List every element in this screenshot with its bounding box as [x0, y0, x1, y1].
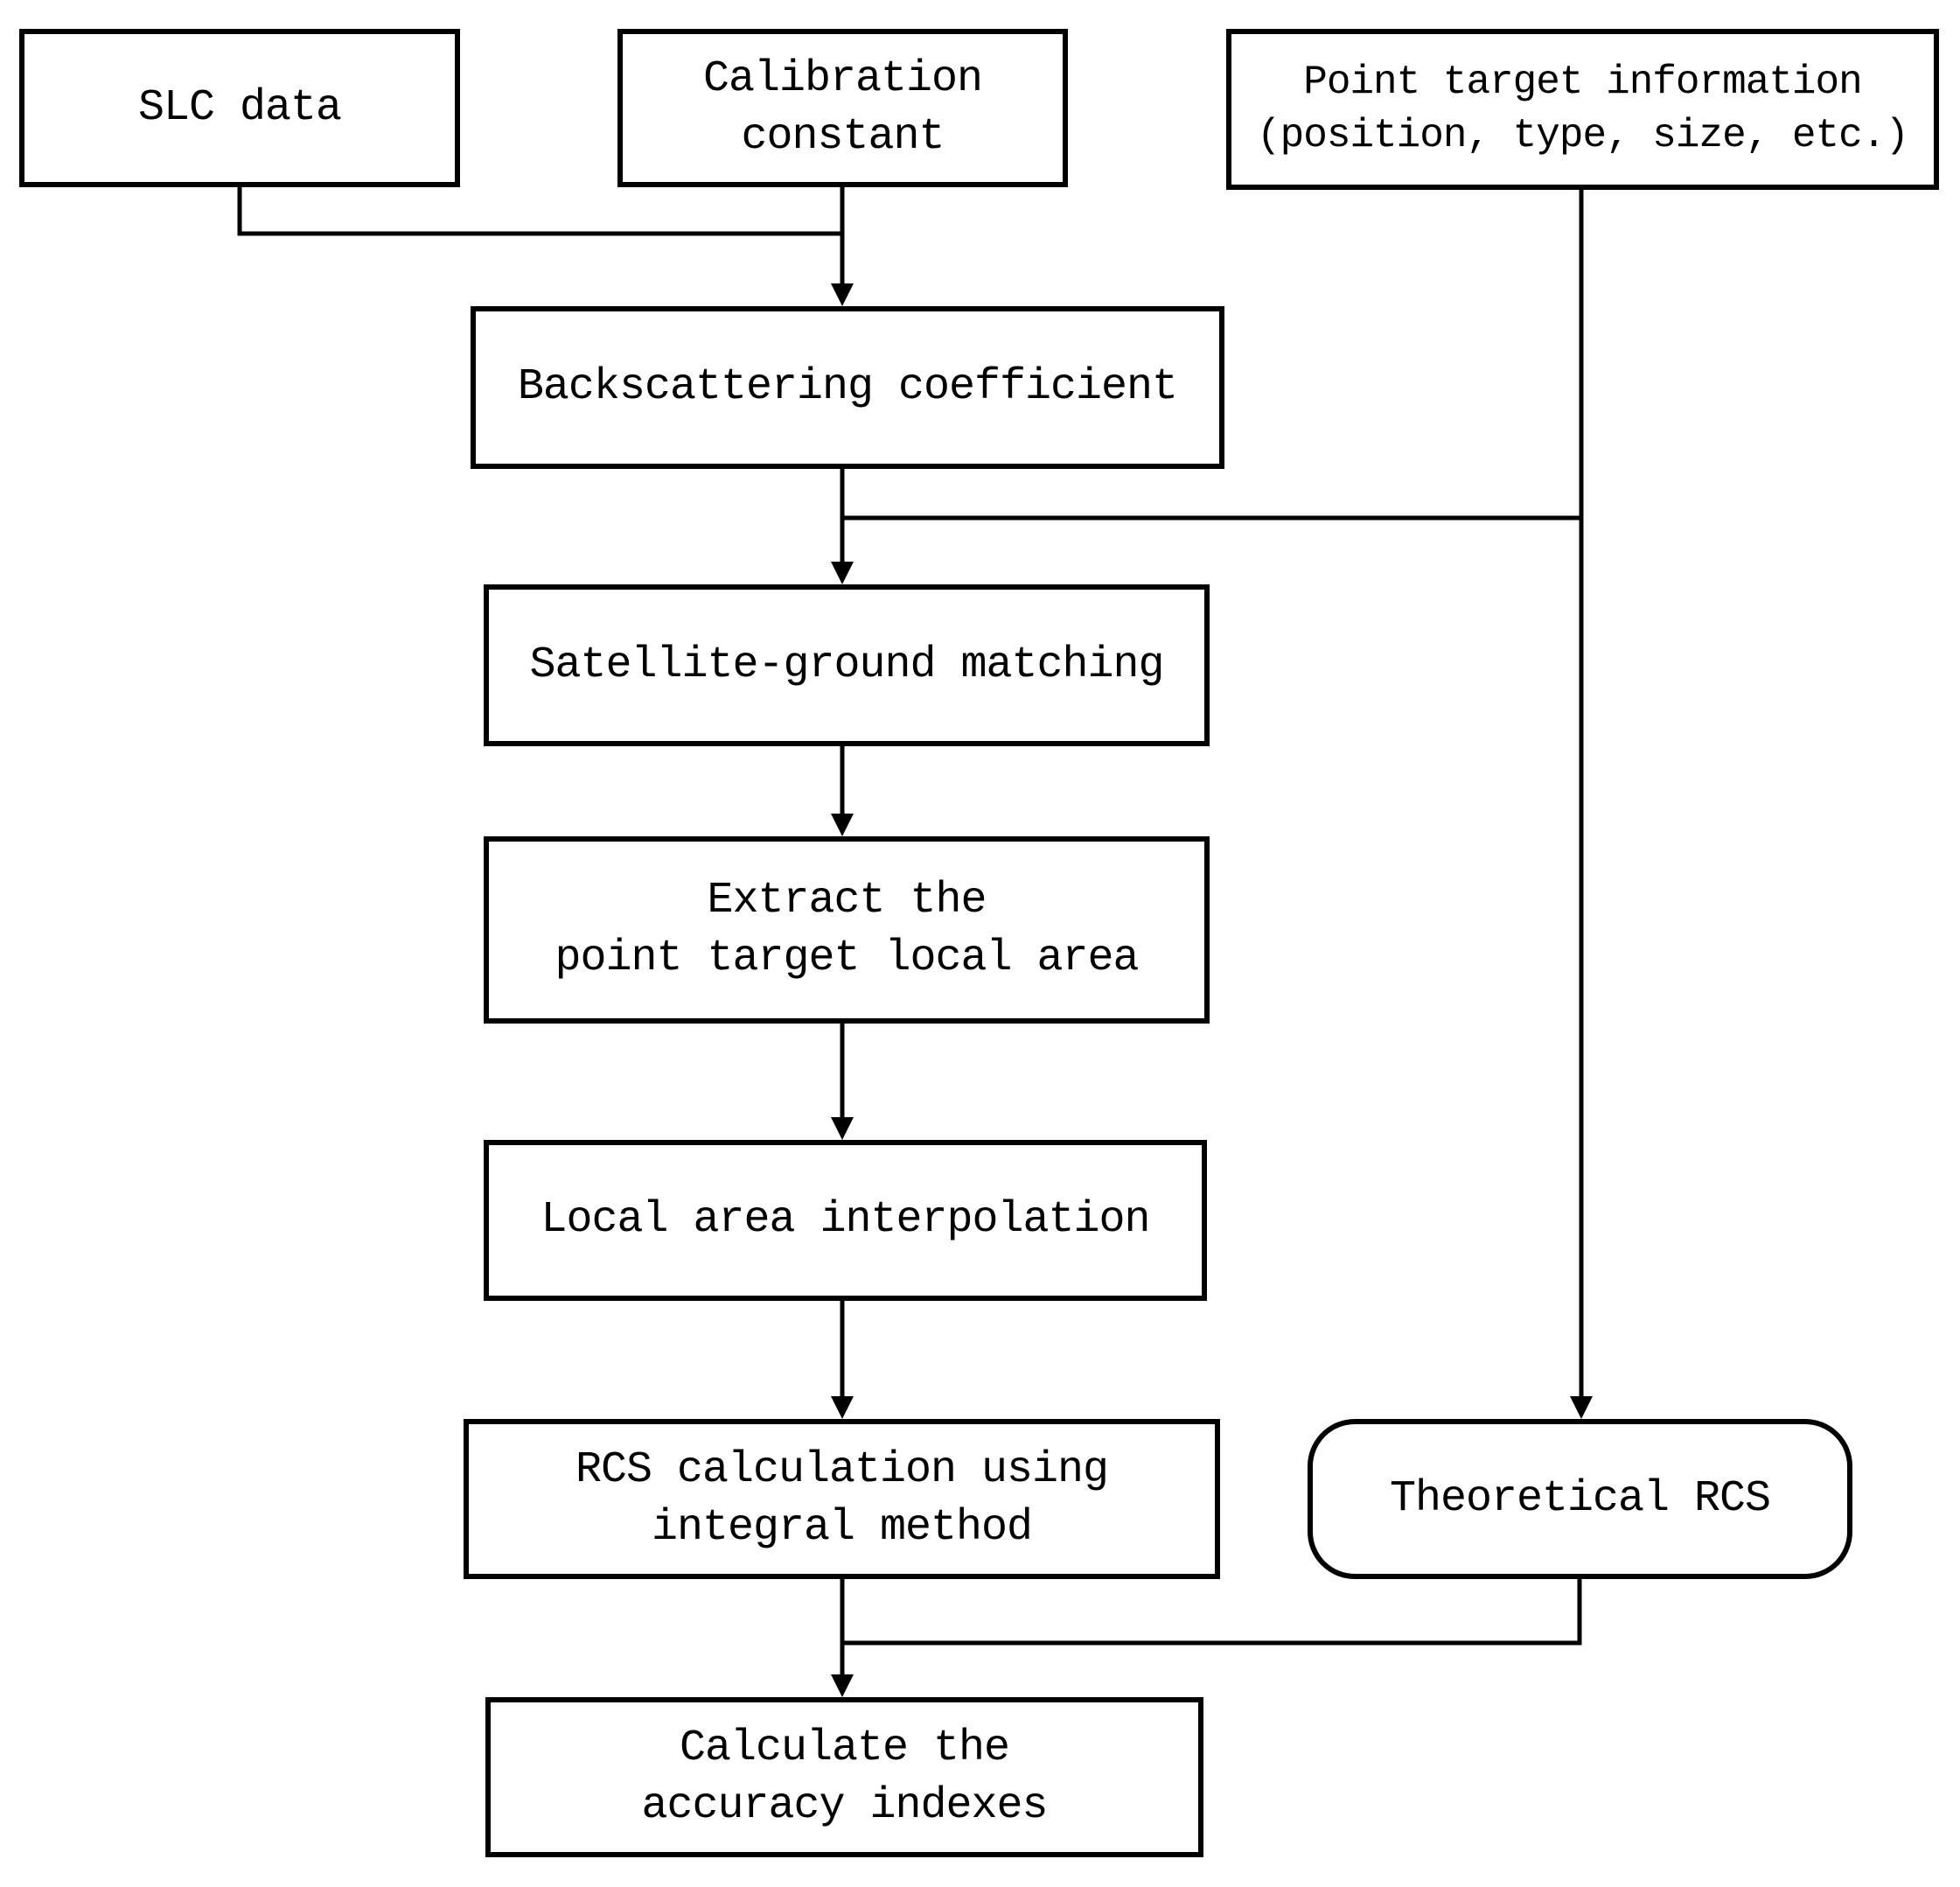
node-calibration-constant-label: Calibration constant [702, 53, 983, 162]
node-extract-local-area-label: Extract the point target local area [555, 876, 1139, 983]
node-local-area-interpolation-label: Local area interpolation [541, 1195, 1150, 1245]
connector-slc-to-junction [237, 187, 842, 236]
arrowhead-into-calculate [831, 1674, 854, 1697]
node-satellite-ground-matching-label: Satellite-ground matching [529, 639, 1164, 690]
node-slc-data-label: SLC data [137, 82, 342, 133]
node-theoretical-rcs: Theoretical RCS [1308, 1419, 1852, 1579]
node-slc-data: SLC data [19, 29, 460, 187]
node-rcs-calculation: RCS calculation using integral method [464, 1419, 1220, 1579]
node-point-target-info: Point target information (position, type… [1226, 29, 1939, 190]
arrowhead-into-backscattering [831, 283, 854, 306]
node-calculate-accuracy-label: Calculate the accuracy indexes [641, 1723, 1048, 1831]
node-point-target-info-label: Point target information (position, type… [1257, 59, 1909, 158]
node-theoretical-rcs-label: Theoretical RCS [1389, 1473, 1771, 1524]
node-backscattering-coefficient-label: Backscattering coefficient [517, 362, 1178, 412]
node-rcs-calculation-label: RCS calculation using integral method [575, 1444, 1109, 1553]
node-local-area-interpolation: Local area interpolation [484, 1140, 1207, 1301]
arrowhead-into-interpolation [831, 1117, 854, 1140]
node-extract-local-area: Extract the point target local area [484, 836, 1210, 1024]
arrowhead-into-theoretical [1570, 1396, 1593, 1419]
arrowhead-into-matching [831, 562, 854, 584]
node-satellite-ground-matching: Satellite-ground matching [484, 584, 1210, 746]
node-calculate-accuracy: Calculate the accuracy indexes [485, 1697, 1203, 1857]
connector-theoretical-to-junction [842, 1579, 1582, 1646]
arrowhead-into-rcs [831, 1396, 854, 1419]
node-calibration-constant: Calibration constant [617, 29, 1068, 187]
arrowhead-into-extract [831, 814, 854, 836]
node-backscattering-coefficient: Backscattering coefficient [471, 306, 1224, 469]
